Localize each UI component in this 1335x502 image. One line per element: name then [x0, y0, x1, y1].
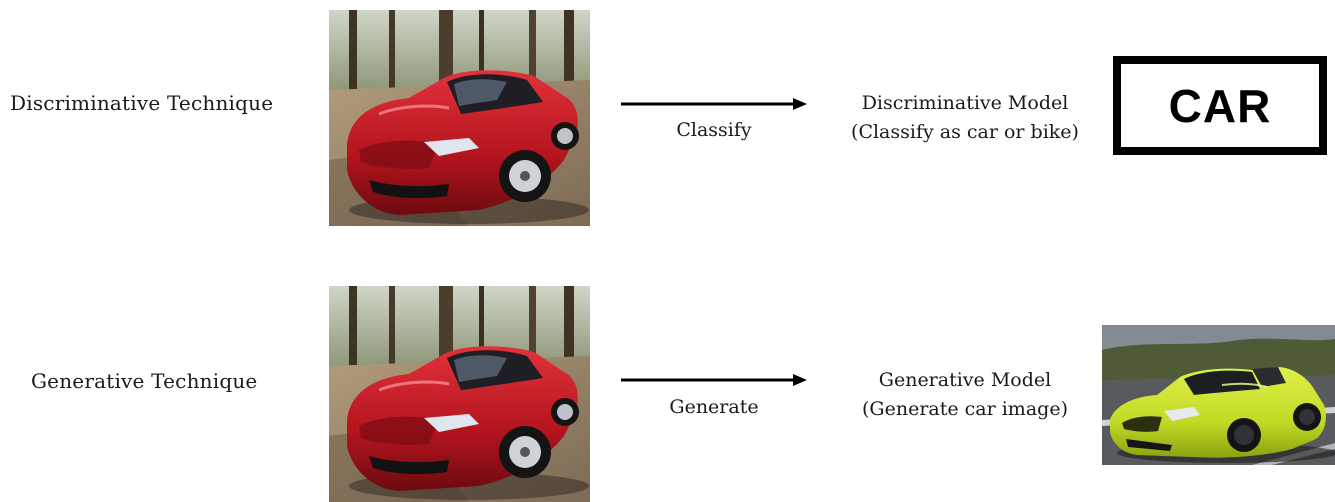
- classify-label: Classify: [676, 119, 752, 141]
- generate-label: Generate: [669, 396, 759, 418]
- generate-arrow: [621, 372, 807, 388]
- red-car-input-image: [329, 10, 590, 226]
- classify-arrow: [621, 96, 807, 112]
- discriminative-model-subtitle: (Classify as car or bike): [851, 121, 1079, 143]
- red-car-input-image-2: [329, 286, 590, 502]
- green-car-generated-image: [1102, 325, 1335, 465]
- discriminative-model-title: Discriminative Model: [861, 92, 1069, 114]
- generative-model-title: Generative Model: [878, 369, 1052, 391]
- discriminative-technique-label: Discriminative Technique: [10, 91, 274, 115]
- generative-technique-label: Generative Technique: [31, 369, 258, 393]
- generative-model-subtitle: (Generate car image): [862, 398, 1068, 420]
- car-output-box: CAR: [1113, 56, 1327, 155]
